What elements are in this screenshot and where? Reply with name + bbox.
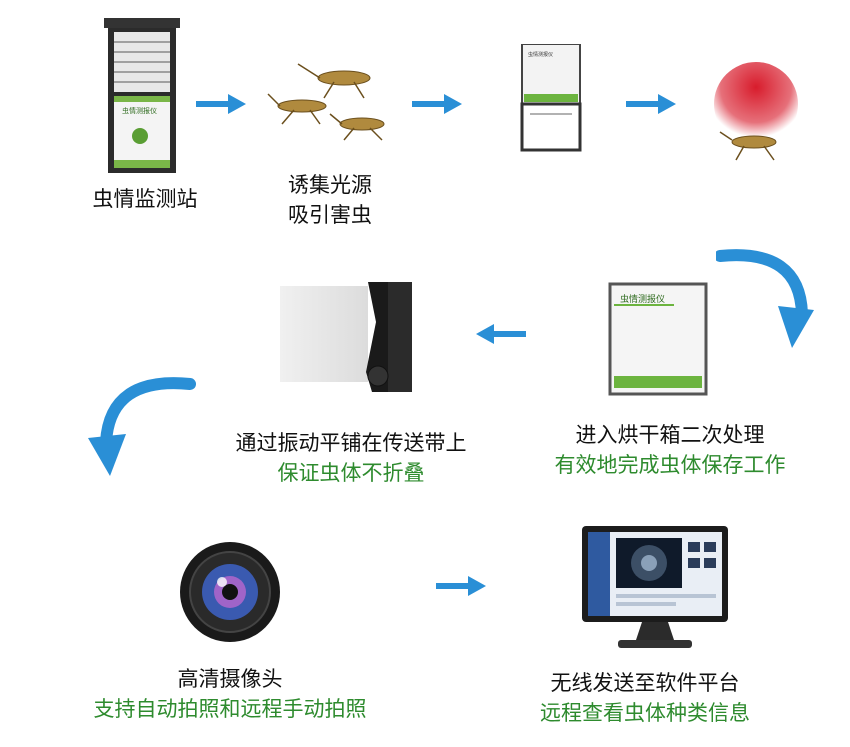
step-dry-subtitle: 有效地完成虫体保存工作 <box>554 453 786 477</box>
step-software-label: 无线发送至软件平台 远程查看虫体种类信息 <box>500 668 790 728</box>
software-monitor-image <box>580 524 730 652</box>
step-belt-subtitle: 保证虫体不折叠 <box>277 461 425 485</box>
kill-chamber-image: 虫情测报仪 <box>520 44 582 152</box>
curved-arrow-down-left-icon <box>86 372 196 482</box>
step-dry-label: 进入烘干箱二次处理 有效地完成虫体保存工作 <box>520 420 820 480</box>
step-software-subtitle: 远程查看虫体种类信息 <box>540 701 750 725</box>
heat-lamp-insect-image <box>708 60 800 168</box>
arrow-right-icon <box>436 574 486 598</box>
grasshoppers-image <box>264 50 394 142</box>
step-software-title: 无线发送至软件平台 <box>550 671 740 695</box>
camera-lens-image <box>178 540 282 644</box>
arrow-right-icon <box>626 92 676 116</box>
arrow-right-icon <box>196 92 246 116</box>
step-belt-title: 通过振动平铺在传送带上 <box>235 431 467 455</box>
arrow-right-icon <box>412 92 462 116</box>
monitoring-station-image: 虫情测报仪 <box>100 18 184 178</box>
station-panel-label: 虫情测报仪 <box>122 107 157 115</box>
dryer-panel-label: 虫情测报仪 <box>620 295 666 305</box>
step-light-label: 诱集光源 吸引害虫 <box>250 170 410 230</box>
step-station-label: 虫情监测站 <box>60 184 230 214</box>
arrow-left-icon <box>476 322 526 346</box>
step-light-subtitle: 吸引害虫 <box>288 203 372 227</box>
step-dry-title: 进入烘干箱二次处理 <box>575 423 765 447</box>
step-belt-label: 通过振动平铺在传送带上 保证虫体不折叠 <box>204 428 498 488</box>
step-camera-label: 高清摄像头 支持自动拍照和远程手动拍照 <box>70 664 390 724</box>
curved-arrow-down-icon <box>716 244 816 354</box>
step-camera-subtitle: 支持自动拍照和远程手动拍照 <box>93 697 367 721</box>
step-station-title: 虫情监测站 <box>92 187 198 211</box>
svg-text:虫情测报仪: 虫情测报仪 <box>528 51 553 58</box>
conveyor-belt-image <box>280 282 412 392</box>
step-light-title: 诱集光源 <box>288 173 372 197</box>
dryer-box-image: 虫情测报仪 <box>608 282 708 396</box>
step-camera-title: 高清摄像头 <box>177 667 283 691</box>
